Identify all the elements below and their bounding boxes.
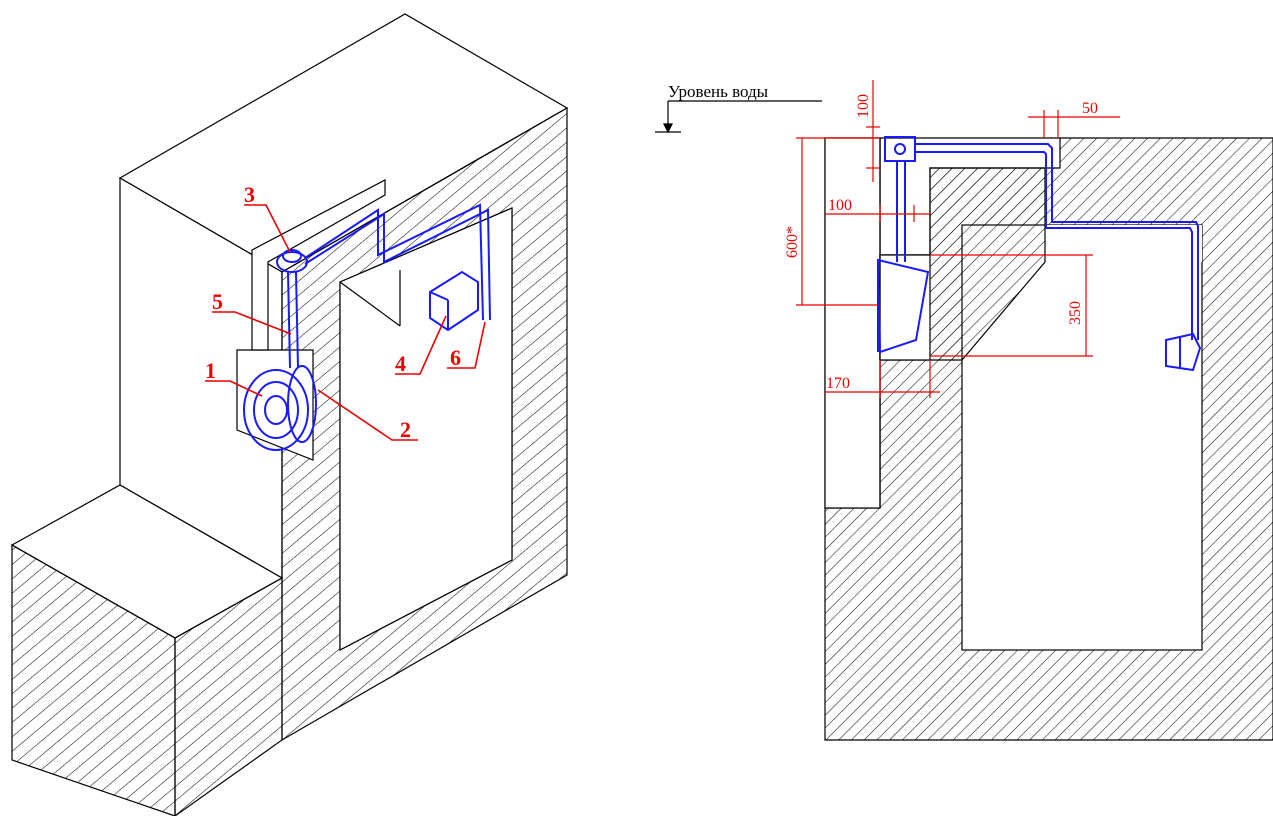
nozzle-flange — [287, 365, 317, 443]
pump-inner-ring — [253, 381, 299, 439]
opening-edge — [339, 281, 401, 327]
dim-600-label: 600* — [784, 226, 801, 258]
dim-50-label: 50 — [1082, 100, 1098, 117]
section-left-column — [824, 137, 881, 509]
dim-350-label: 350 — [1067, 301, 1084, 325]
blower-edge-2 — [429, 291, 449, 301]
lower-block-front-hatched — [11, 543, 176, 816]
section-valve-port — [894, 143, 906, 155]
pipe-channel — [251, 179, 386, 351]
blower-unit — [429, 270, 479, 332]
control-valve-top — [282, 249, 302, 263]
section-blower — [1165, 332, 1202, 372]
water-level-arrow — [663, 123, 673, 134]
pump-housing — [243, 369, 309, 451]
leader-5 — [212, 311, 292, 335]
callout-2: 2 — [400, 417, 411, 442]
callout-3: 3 — [244, 182, 255, 207]
callout-1: 1 — [205, 358, 216, 383]
dim-170-label: 170 — [826, 375, 850, 392]
callout-4: 4 — [395, 351, 406, 376]
air-line-a — [304, 203, 484, 321]
section-air-line-a — [915, 143, 1199, 340]
leader-3 — [244, 204, 291, 253]
wall-opening — [339, 207, 513, 651]
section-valve — [884, 136, 916, 162]
water-level-marker — [655, 100, 822, 134]
leader-1 — [205, 380, 263, 397]
section-air-line-b — [915, 151, 1193, 340]
dim-100-mid-label: 100 — [828, 197, 852, 214]
riser-pipe-b — [295, 271, 299, 369]
lower-block-side-hatched — [174, 576, 283, 816]
isometric-equipment — [243, 203, 491, 451]
isometric-callouts — [205, 204, 486, 441]
section-slope — [1045, 225, 1202, 262]
water-level-label: Уровень воды — [668, 82, 769, 101]
pump-core — [264, 395, 288, 425]
section-nozzle — [876, 258, 930, 354]
leader-2 — [317, 389, 418, 441]
leader-6 — [447, 321, 486, 369]
callout-5: 5 — [212, 289, 223, 314]
riser-pipe-a — [287, 271, 291, 369]
dim-100-top-label: 100 — [855, 94, 872, 118]
section-dimensions — [796, 80, 1120, 398]
callout-6: 6 — [450, 345, 461, 370]
section-equipment — [876, 136, 1202, 372]
air-line-b — [304, 208, 491, 321]
leader-4 — [395, 315, 447, 375]
